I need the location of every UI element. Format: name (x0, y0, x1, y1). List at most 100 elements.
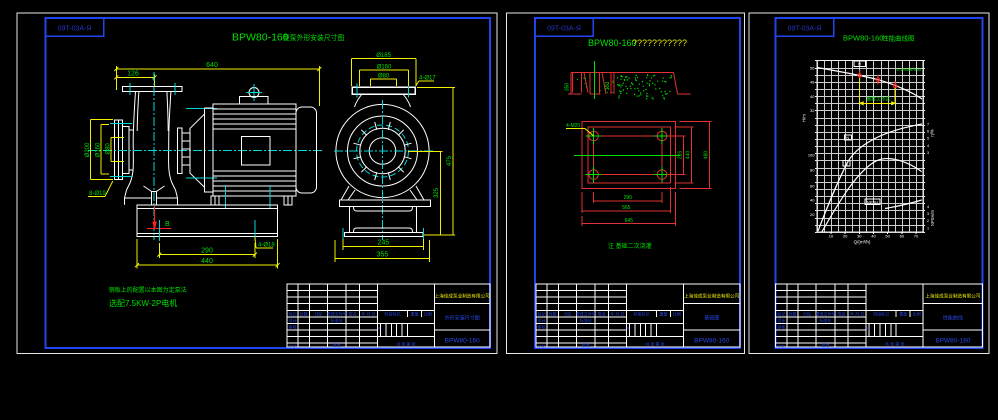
svg-text:型泵外形安装尺寸图: 型泵外形安装尺寸图 (283, 33, 344, 42)
svg-text:重量: 重量 (899, 311, 907, 317)
svg-text:56: 56 (810, 66, 815, 71)
svg-text:Ø160: Ø160 (377, 65, 392, 71)
svg-text:40: 40 (810, 198, 815, 203)
svg-text:4: 4 (927, 144, 929, 148)
svg-text:5: 5 (927, 137, 929, 141)
svg-text:440: 440 (686, 151, 692, 160)
svg-text:选配7.5KW-2P电机: 选配7.5KW-2P电机 (109, 298, 177, 308)
svg-text:3: 3 (927, 151, 929, 155)
svg-text:性能曲线图: 性能曲线图 (882, 34, 915, 43)
svg-text:H: H (858, 62, 861, 67)
svg-text:640: 640 (206, 62, 218, 69)
svg-text:年.月.日: 年.月.日 (850, 311, 864, 317)
svg-text:η/%: η/% (930, 129, 935, 136)
svg-text:BPW80-160: BPW80-160 (445, 338, 480, 345)
svg-text:4-Ø18: 4-Ø18 (258, 243, 275, 249)
svg-text:签名: 签名 (837, 311, 845, 317)
svg-text:标准化: 标准化 (580, 317, 592, 323)
svg-text:分区: 分区 (563, 311, 571, 317)
svg-text:32: 32 (810, 108, 815, 113)
svg-text:外形安装尺寸图: 外形安装尺寸图 (445, 315, 480, 322)
svg-text:70: 70 (914, 234, 919, 239)
svg-text:共 张 第 张: 共 张 第 张 (885, 341, 904, 347)
svg-text:20: 20 (810, 212, 815, 217)
svg-text:Ø160: Ø160 (96, 142, 102, 157)
svg-text:推荐工作区: 推荐工作区 (867, 96, 891, 103)
svg-text:N: N (846, 135, 849, 140)
svg-text:标记: 标记 (777, 311, 785, 317)
svg-text:年.月.日: 年.月.日 (610, 311, 624, 317)
svg-text:标准化: 标准化 (820, 317, 832, 323)
svg-text:40: 40 (871, 234, 876, 239)
svg-text:10: 10 (829, 234, 834, 239)
svg-text:钢板上的配置以本图为定泵法: 钢板上的配置以本图为定泵法 (109, 286, 187, 294)
svg-text:签名: 签名 (598, 311, 606, 317)
svg-text:比例: 比例 (913, 311, 921, 317)
svg-text:H/m: H/m (802, 114, 807, 122)
svg-text:???????????: ??????????? (632, 38, 687, 48)
svg-text:4-M20: 4-M20 (566, 123, 580, 129)
svg-text:80: 80 (810, 168, 815, 173)
svg-text:比例: 比例 (424, 311, 432, 317)
svg-text:BPW80-160: BPW80-160 (232, 32, 289, 44)
svg-text:BPW80-160: BPW80-160 (588, 38, 637, 48)
svg-text:245: 245 (378, 240, 390, 247)
svg-text:BPW80-160: BPW80-160 (694, 338, 729, 345)
svg-text:8-Ø19: 8-Ø19 (89, 191, 106, 197)
svg-text:分区: 分区 (803, 311, 811, 317)
svg-text:60: 60 (900, 234, 905, 239)
svg-text:更改文件号: 更改文件号 (816, 311, 836, 317)
svg-text:性能曲线: 性能曲线 (943, 315, 963, 322)
svg-text:48: 48 (810, 80, 815, 85)
svg-text:B: B (165, 221, 170, 228)
svg-text:Ø80: Ø80 (378, 74, 390, 80)
svg-text:S: S (626, 326, 629, 331)
svg-text:重量: 重量 (411, 311, 419, 317)
svg-text:标记: 标记 (538, 311, 546, 317)
svg-text:审核: 审核 (777, 324, 785, 330)
svg-text:565: 565 (622, 205, 631, 211)
svg-text:480: 480 (703, 151, 709, 160)
svg-text:NPSH: NPSH (867, 200, 878, 205)
svg-text:4: 4 (927, 205, 929, 209)
svg-text:150: 150 (605, 82, 611, 91)
svg-text:阶段标记: 阶段标记 (385, 311, 401, 317)
svg-text:比例: 比例 (673, 311, 681, 317)
svg-text:BPW80-160: BPW80-160 (843, 34, 883, 43)
svg-text:设计: 设计 (538, 317, 546, 323)
svg-text:290: 290 (624, 195, 633, 201)
svg-text:S: S (866, 326, 869, 331)
svg-text:NPSH/m: NPSH/m (930, 209, 935, 226)
svg-text:50: 50 (885, 234, 890, 239)
svg-text:Ø200: Ø200 (85, 142, 91, 157)
svg-text:年.月.日: 年.月.日 (361, 311, 375, 317)
svg-text:4-Ø17: 4-Ø17 (419, 76, 436, 82)
svg-text:共 张 第 张: 共 张 第 张 (645, 341, 664, 347)
svg-text:40: 40 (810, 94, 815, 99)
svg-text:3: 3 (927, 212, 929, 216)
svg-text:1: 1 (927, 226, 929, 230)
svg-text:签名: 签名 (349, 311, 357, 317)
svg-text:325: 325 (434, 187, 440, 198)
svg-text:09T-03A-Я: 09T-03A-Я (788, 26, 822, 33)
svg-text:注 基础二次浇灌: 注 基础二次浇灌 (608, 242, 652, 250)
svg-text:更改文件号: 更改文件号 (327, 311, 347, 317)
svg-text:475: 475 (447, 155, 453, 166)
svg-text:20: 20 (843, 234, 848, 239)
svg-text:共 张 第 张: 共 张 第 张 (396, 341, 415, 347)
svg-text:290: 290 (201, 248, 213, 255)
svg-text:处数: 处数 (300, 311, 308, 317)
svg-text:上海佳成泵业制造有限公司: 上海佳成泵业制造有限公司 (684, 293, 740, 300)
svg-text:上海佳成泵业制造有限公司: 上海佳成泵业制造有限公司 (925, 293, 981, 300)
svg-text:工艺: 工艺 (538, 344, 546, 349)
svg-text:n=2900r/min: n=2900r/min (896, 67, 922, 72)
svg-text:440: 440 (201, 258, 213, 265)
svg-text:355: 355 (377, 252, 389, 259)
svg-text:Ø80: Ø80 (106, 143, 112, 155)
svg-text:S: S (377, 326, 380, 331)
svg-text:工艺: 工艺 (289, 344, 297, 349)
svg-text:2: 2 (927, 219, 929, 223)
svg-text:设计: 设计 (289, 317, 297, 323)
svg-text:审核: 审核 (538, 324, 546, 330)
svg-text:标记: 标记 (289, 311, 297, 317)
